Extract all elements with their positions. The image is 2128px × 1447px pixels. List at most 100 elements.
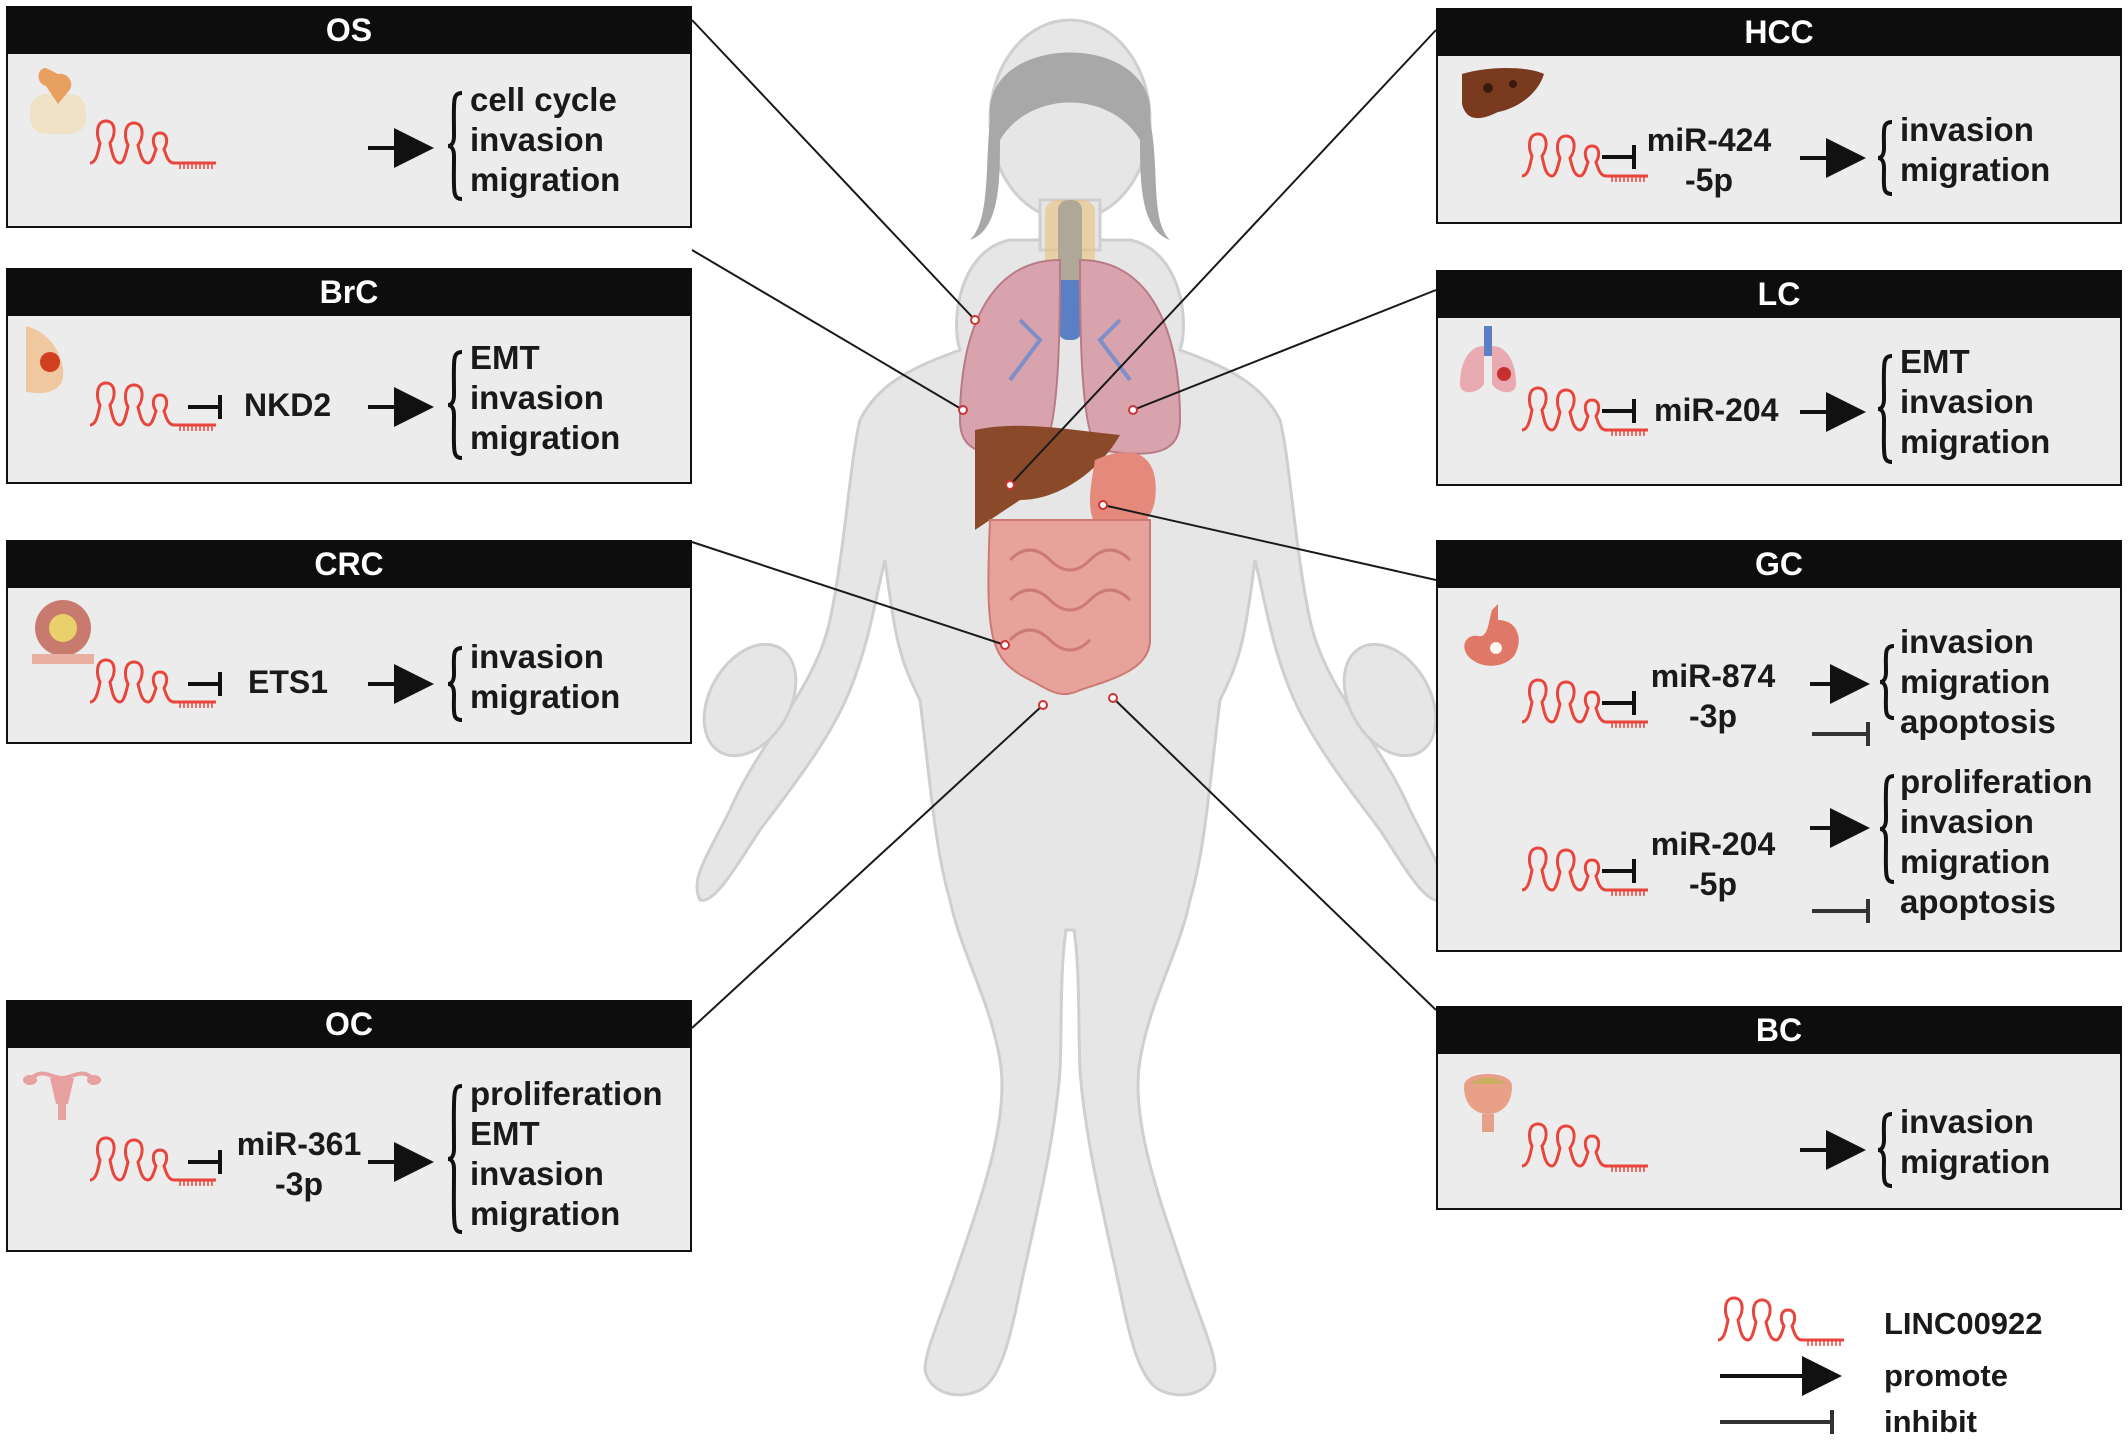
rna-tail-ticks — [1611, 722, 1645, 728]
effect: migration — [470, 678, 621, 715]
rna-tail-ticks — [179, 702, 213, 708]
brace-path — [447, 1084, 463, 1234]
brace-path — [1877, 120, 1893, 196]
rna-icon — [1521, 678, 1648, 728]
gc-axis1-inhibited: apoptosis — [1900, 703, 2056, 740]
crc-target: ETS1 — [248, 664, 329, 700]
promote-arrow — [1800, 138, 1866, 178]
crc-effects: invasion migration — [470, 637, 620, 717]
rna-hairpin-path — [1717, 1296, 1844, 1342]
rna-hairpin-path — [1521, 678, 1648, 724]
rna-hairpin-path — [1521, 386, 1648, 432]
rna-hairpin-path — [1521, 1122, 1648, 1168]
rna-icon — [89, 658, 216, 708]
legend-promote-arrow — [1720, 1356, 1842, 1396]
liver — [975, 425, 1120, 530]
rna-icon — [1521, 846, 1648, 896]
left-hand — [702, 642, 798, 758]
effect: migration — [470, 161, 621, 198]
inhibit-line — [188, 395, 222, 419]
rna-tail-ticks — [1611, 890, 1645, 896]
effect: migration — [470, 419, 621, 456]
brace-path — [447, 91, 463, 201]
panel-oc-title: OC — [6, 1000, 692, 1048]
promote-arrow — [368, 1142, 434, 1182]
inhibit-line — [1812, 722, 1870, 746]
legend-promote-label: promote — [1884, 1358, 2008, 1393]
effect: migration — [1900, 663, 2051, 700]
connector-lines — [691, 19, 1437, 1029]
panel-crc-title: CRC — [6, 540, 692, 588]
brace — [1879, 774, 1895, 884]
promote-arrow — [1810, 808, 1870, 848]
effect: migration — [1900, 843, 2051, 880]
lc-target: miR-204 — [1654, 392, 1779, 428]
rna-hairpin-path — [1521, 846, 1648, 892]
gc-axis2-promoted: proliferation invasion migration — [1900, 762, 2093, 882]
brc-effects: EMT invasion migration — [470, 338, 620, 458]
panel-gc: GC miR-874 -3p invasion migration apopto… — [1436, 540, 2122, 952]
effect: invasion — [470, 1155, 604, 1192]
effect: invasion — [470, 121, 604, 158]
brace-path — [1877, 1112, 1893, 1188]
rna-tail-ticks — [179, 1180, 213, 1186]
rna-tail-ticks — [179, 163, 213, 169]
brace-path — [447, 646, 463, 722]
panel-lc: LC miR-204 EMT invasion migration — [1436, 270, 2122, 486]
lc-effects: EMT invasion migration — [1900, 342, 2050, 462]
legend-rna-icon — [1717, 1296, 1844, 1346]
bc-effects: invasion migration — [1900, 1102, 2050, 1182]
effect: invasion — [1900, 623, 2034, 660]
gc-axis2-target: miR-204 -5p — [1650, 826, 1776, 902]
brace — [1877, 354, 1893, 464]
inhibit-line — [1602, 859, 1636, 883]
brace — [1877, 1112, 1893, 1188]
lung-icon — [1460, 326, 1516, 393]
inhibit-line — [1602, 145, 1636, 169]
hcc-effects: invasion migration — [1900, 110, 2050, 190]
rna-hairpin-path — [89, 381, 216, 427]
inhibit-line — [188, 672, 222, 696]
liver-icon — [1462, 68, 1544, 119]
brace — [1879, 644, 1895, 720]
stomach — [1090, 452, 1156, 536]
oc-effects: proliferation EMT invasion migration — [470, 1074, 663, 1234]
panel-bc-title: BC — [1436, 1006, 2122, 1054]
panel-lc-title: LC — [1436, 270, 2122, 318]
connector-dots — [958, 315, 1138, 710]
right-hand — [1342, 642, 1438, 758]
effect: invasion — [1900, 111, 2034, 148]
bladder-icon — [1464, 1074, 1512, 1132]
effect: invasion — [1900, 803, 2034, 840]
brace — [1877, 120, 1893, 196]
rna-hairpin-path — [1521, 132, 1648, 178]
rna-icon — [1521, 132, 1648, 182]
rna-icon — [89, 381, 216, 431]
os-effects: cell cycle invasion migration — [470, 80, 620, 200]
brace — [447, 91, 463, 201]
panel-os-title: OS — [6, 6, 692, 54]
promote-arrow — [368, 128, 434, 168]
effect: cell cycle — [470, 81, 617, 118]
effect: invasion — [470, 379, 604, 416]
oc-target: miR-361 -3p — [236, 1126, 362, 1202]
effect: migration — [1900, 1143, 2051, 1180]
gc-axis2-inhibited: apoptosis — [1900, 883, 2056, 920]
brace — [447, 350, 463, 460]
effect: migration — [470, 1195, 621, 1232]
uterus-icon — [23, 1071, 101, 1120]
effect: migration — [1900, 151, 2051, 188]
panel-bc: BC invasion migration — [1436, 1006, 2122, 1210]
gc-axis1-target: miR-874 -3p — [1650, 658, 1776, 734]
rna-tail-ticks — [1807, 1340, 1841, 1346]
rna-hairpin-path — [89, 658, 216, 704]
panel-hcc: HCC miR-424 -5p invasion migration — [1436, 8, 2122, 224]
effect: invasion — [1900, 1103, 2034, 1140]
breast-icon — [26, 326, 64, 394]
rna-tail-ticks — [179, 425, 213, 431]
brace-path — [1877, 354, 1893, 464]
inhibit-line — [1812, 899, 1870, 923]
effect: EMT — [470, 339, 540, 376]
